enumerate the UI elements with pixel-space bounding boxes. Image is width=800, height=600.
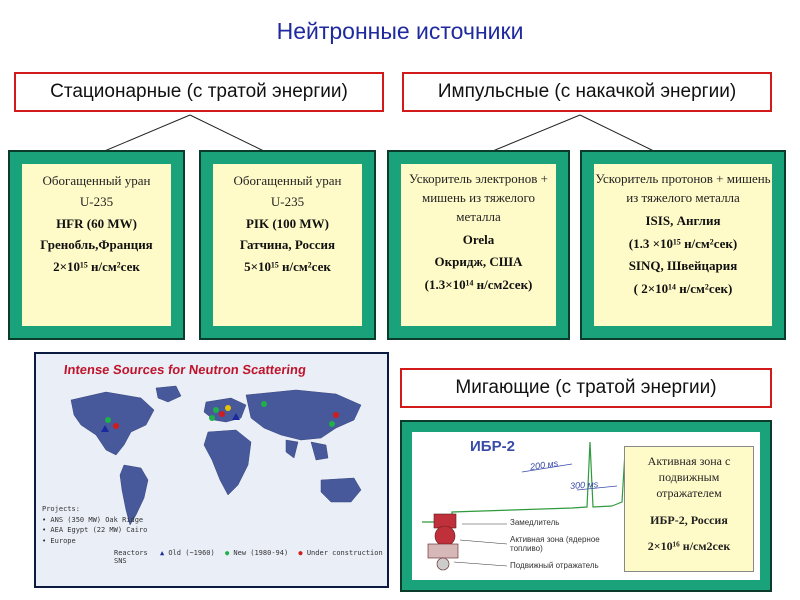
part-label: Подвижный отражатель (510, 561, 599, 570)
neutron-sources-map: Intense Sources for Neutron Scattering (34, 352, 389, 588)
part-label: Активная зона (ядерное топливо) (510, 535, 600, 553)
reactor-name: PIK (100 MW) (245, 215, 330, 231)
neutron-flux: (1.3×10¹⁴ н/см2сек) (424, 277, 533, 293)
ibr2-info-box: Активная зона с подвижным отражателем ИБ… (624, 446, 754, 572)
page-title: Нейтронные источники (276, 18, 524, 44)
panel-pik: Обогащенный уран U-235 PIK (100 MW) Гатч… (199, 150, 376, 340)
part-label: Замедлитель (510, 518, 560, 527)
reactor-name: HFR (60 MW) (56, 215, 137, 231)
legend-line: • ANS (350 MW) Oak Ridge (42, 515, 144, 524)
legend-line: Under construction (306, 549, 383, 557)
ibr2-label: ИБР-2 (470, 438, 515, 455)
panel-isis-sinq-content: Ускоритель протонов + мишень из тяжелого… (594, 164, 772, 326)
legend-line: • AEA Egypt (22 MW) Cairo (42, 526, 148, 534)
reactor-location: Гатчина, Россия (239, 237, 336, 253)
category-blinking: Мигающие (с тратой энергии) (400, 368, 772, 408)
panel-text: Ускоритель электронов + мишень из тяжело… (409, 171, 548, 224)
map-legend-types: Reactors ▲ Old (~1960) ● New (1980-94) ●… (114, 549, 383, 565)
legend-line: New (1980-94) (233, 549, 289, 557)
reactor-location: Гренобль,Франция (40, 237, 153, 253)
map-title: Intense Sources for Neutron Scattering (63, 362, 307, 377)
legend-line: SNS (114, 557, 127, 565)
source-name: SINQ, Швейцария (628, 258, 738, 274)
map-legend-projects: Projects: • ANS (350 MW) Oak Ridge • AEA… (42, 504, 147, 546)
red-dot-icon: ● (298, 549, 303, 557)
category-pulsed: Импульсные (с накачкой энергии) (402, 72, 772, 112)
panel-text: Обогащенный уран (42, 173, 151, 188)
legend-line: • Europe (42, 536, 76, 545)
category-stationary: Стационарные (с тратой энергии) (14, 72, 384, 112)
panel-ibr2: ИБР-2 200 мs 300 мs Зам (400, 420, 772, 592)
legend-line: Projects: (42, 505, 80, 513)
panel-text: U-235 (270, 194, 305, 210)
green-dot-icon: ● (224, 549, 230, 557)
panel-pik-content: Обогащенный уран U-235 PIK (100 MW) Гатч… (213, 164, 362, 326)
source-name: Orela (462, 231, 495, 247)
panel-orela-content: Ускоритель электронов + мишень из тяжело… (401, 164, 556, 326)
pulse-label: 300 мs (569, 479, 599, 491)
panel-text: U-235 (79, 194, 114, 210)
connector-lines (94, 114, 663, 156)
info-text: Активная зона с подвижным отражателем (647, 454, 731, 501)
panel-hfr-content: Обогащенный уран U-235 HFR (60 MW) Грено… (22, 164, 171, 326)
panel-text: Ускоритель протонов + мишень из тяжелого… (595, 171, 771, 205)
panel-text: Обогащенный уран (233, 173, 342, 188)
panel-isis-sinq: Ускоритель протонов + мишень из тяжелого… (580, 150, 786, 340)
world-map-illustration (70, 385, 362, 526)
neutron-flux: 2×10¹⁵ н/см²сек (53, 258, 140, 274)
ibr2-schematic (422, 441, 629, 571)
source-name: ISIS, Англия (645, 212, 721, 228)
neutron-flux: (1.3 ×10¹⁵ н/см²сек) (628, 235, 738, 251)
reactor-name: ИБР-2, Россия (650, 512, 728, 527)
legend-line: Old (~1960) (168, 549, 215, 557)
source-location: Окридж, США (434, 254, 523, 270)
neutron-flux: 2×10¹⁶ н/см2сек (647, 538, 731, 553)
neutron-flux: 5×10¹⁵ н/см²сек (244, 258, 331, 274)
panel-hfr: Обогащенный уран U-235 HFR (60 MW) Грено… (8, 150, 185, 340)
neutron-flux: ( 2×10¹⁴ н/см²сек) (633, 281, 733, 297)
panel-orela: Ускоритель электронов + мишень из тяжело… (387, 150, 570, 340)
legend-line: Reactors (114, 549, 148, 557)
blue-triangle-icon: ▲ (159, 549, 165, 557)
